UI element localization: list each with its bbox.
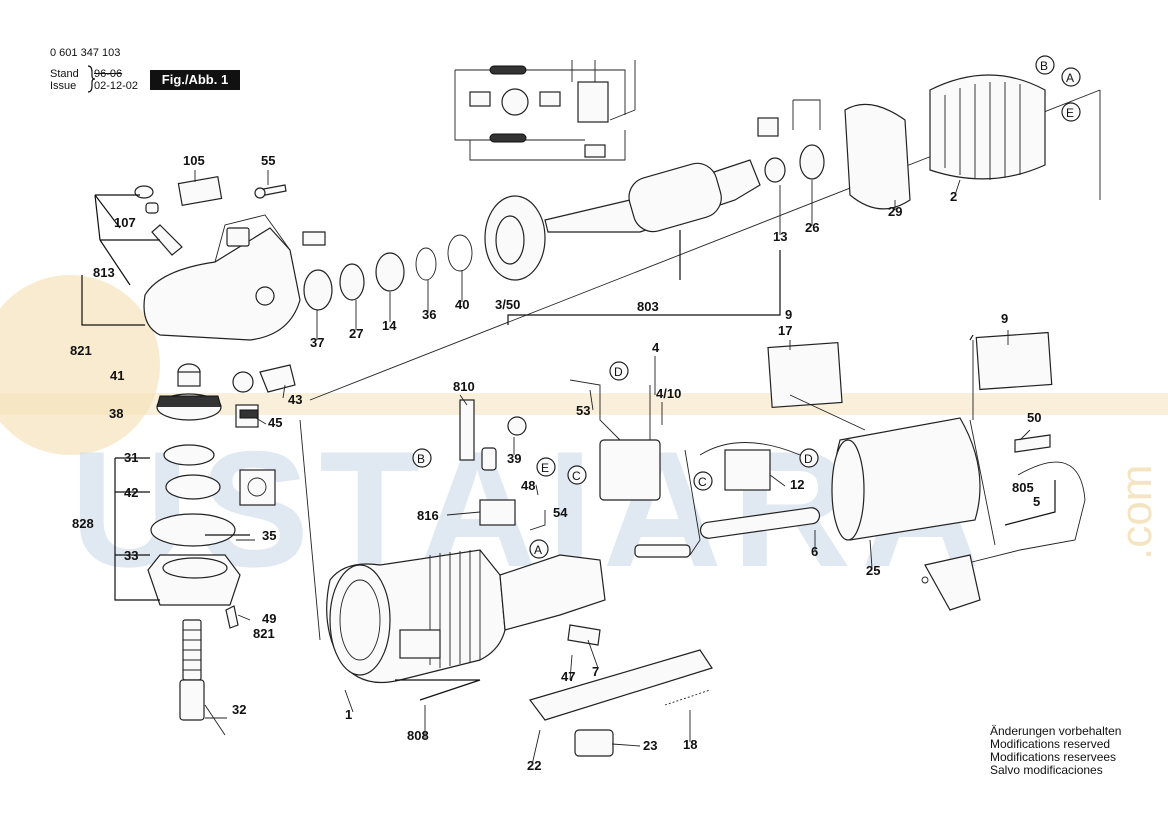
header-brace — [87, 65, 96, 93]
label-17: 17 — [778, 323, 792, 338]
label-29: 29 — [888, 204, 902, 219]
label-45: 45 — [268, 415, 282, 430]
stand-label: Stand — [50, 68, 79, 80]
label-816: 816 — [417, 508, 439, 523]
stand-date: 96-06 — [94, 68, 123, 80]
connector-markers: B A E B E C A D C D — [412, 55, 1081, 559]
label-54: 54 — [553, 505, 568, 520]
gear-head-housing — [143, 214, 301, 341]
label-39: 39 — [507, 451, 521, 466]
label-27: 27 — [349, 326, 363, 341]
left-bracket-lines — [81, 194, 160, 326]
label-7: 7 — [592, 664, 599, 679]
label-14: 14 — [382, 318, 397, 333]
label-6: 6 — [811, 544, 818, 559]
label-47: 47 — [561, 669, 575, 684]
motor-housing — [326, 549, 606, 684]
label-3-50: 3/50 — [495, 297, 520, 312]
watermark-circle — [0, 275, 160, 455]
label-2: 2 — [950, 189, 957, 204]
issue-label: Issue — [50, 80, 77, 92]
housing-lines — [395, 334, 1056, 701]
leader-lines — [194, 170, 1031, 766]
label-22: 22 — [527, 758, 541, 773]
armature-chain — [302, 74, 1046, 311]
label-33: 33 — [124, 548, 138, 563]
label-38: 38 — [109, 406, 123, 421]
label-828: 828 — [72, 516, 94, 531]
note-line: Änderungen vorbehalten — [990, 724, 1122, 738]
label-810: 810 — [453, 379, 475, 394]
label-37: 37 — [310, 335, 324, 350]
armature-bracket-lines — [507, 230, 781, 325]
label-50: 50 — [1027, 410, 1041, 425]
label-43: 43 — [288, 392, 302, 407]
issue-date: 02-12-02 — [94, 80, 139, 92]
label-49: 49 — [262, 611, 276, 626]
label-821: 821 — [70, 343, 92, 358]
label-25: 25 — [866, 563, 880, 578]
label-23: 23 — [643, 738, 657, 753]
connector-a: A — [534, 543, 542, 557]
label-13: 13 — [773, 229, 787, 244]
connector-d: D — [804, 452, 813, 466]
connector-b: B — [417, 452, 425, 466]
left-stack-lines — [114, 457, 250, 601]
label-805: 805 — [1012, 480, 1034, 495]
label-105: 105 — [183, 153, 205, 168]
field-housing-25 — [767, 331, 1086, 611]
part-number: 0 601 347 103 — [50, 47, 121, 59]
connector-b: B — [1040, 59, 1048, 73]
left-stack — [147, 363, 296, 721]
label-813: 813 — [93, 265, 115, 280]
label-31: 31 — [124, 450, 138, 465]
connector-e: E — [1066, 106, 1074, 120]
connector-e: E — [541, 461, 549, 475]
label-55: 55 — [261, 153, 275, 168]
label-4-10: 4/10 — [656, 386, 681, 401]
label-4: 4 — [652, 340, 660, 355]
label-1: 1 — [345, 707, 352, 722]
connector-d: D — [614, 365, 623, 379]
label-32: 32 — [232, 702, 246, 717]
label-9: 9 — [1001, 311, 1008, 326]
connector-a: A — [1066, 71, 1074, 85]
connector-c: C — [572, 469, 581, 483]
label-5: 5 — [1033, 494, 1040, 509]
note-line: Salvo modificaciones — [990, 763, 1103, 777]
watermark-band — [0, 393, 1168, 415]
label-26: 26 — [805, 220, 819, 235]
note-line: Modifications reservees — [990, 750, 1117, 764]
figure-label: Fig./Abb. 1 — [150, 70, 240, 90]
switch-parts — [459, 379, 821, 757]
wiring-diagram — [454, 60, 636, 161]
label-41: 41 — [110, 368, 124, 383]
notes: Änderungen vorbehalten Modifications res… — [990, 725, 1121, 777]
label-803: 803 — [637, 299, 659, 314]
label-808: 808 — [407, 728, 429, 743]
label-53: 53 — [576, 403, 590, 418]
connector-c: C — [698, 475, 707, 489]
label-821: 821 — [253, 626, 275, 641]
label-35: 35 — [262, 528, 276, 543]
label-9: 9 — [785, 307, 792, 322]
label-42: 42 — [124, 485, 138, 500]
label-48: 48 — [521, 478, 535, 493]
label-40: 40 — [455, 297, 469, 312]
label-12: 12 — [790, 477, 804, 492]
label-18: 18 — [683, 737, 697, 752]
note-line: Modifications reserved — [990, 737, 1111, 751]
label-36: 36 — [422, 307, 436, 322]
label-107: 107 — [114, 215, 136, 230]
